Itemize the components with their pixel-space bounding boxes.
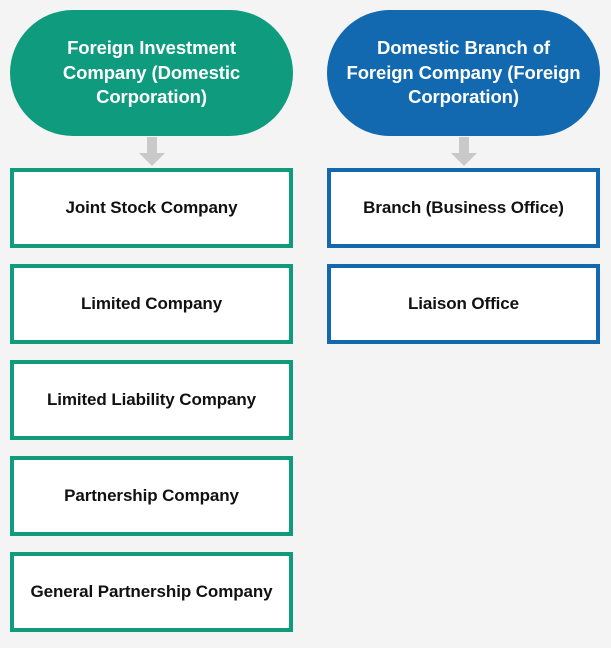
arrow-down-icon xyxy=(138,137,165,166)
column-foreign-investment-company: Foreign Investment Company (Domestic Cor… xyxy=(10,0,293,648)
connector-arrow-right xyxy=(327,136,600,168)
connector-arrow-left xyxy=(10,136,293,168)
item-box-liaison-office[interactable]: Liaison Office xyxy=(327,264,600,344)
column-domestic-branch-of-foreign-company: Domestic Branch of Foreign Company (Fore… xyxy=(327,0,600,360)
item-box-label: Liaison Office xyxy=(407,293,519,313)
item-box-label: Limited Company xyxy=(80,293,223,313)
item-box-label: Branch (Business Office) xyxy=(363,197,564,217)
item-box-joint-stock-company[interactable]: Joint Stock Company xyxy=(10,168,293,248)
item-box-limited-company[interactable]: Limited Company xyxy=(10,264,293,344)
item-box-branch-business-office[interactable]: Branch (Business Office) xyxy=(327,168,600,248)
item-box-label: Joint Stock Company xyxy=(65,197,238,217)
item-box-limited-liability-company[interactable]: Limited Liability Company xyxy=(10,360,293,440)
header-pill-domestic-branch-of-foreign-company: Domestic Branch of Foreign Company (Fore… xyxy=(327,10,600,136)
arrow-down-icon xyxy=(450,137,477,166)
item-box-label: Limited Liability Company xyxy=(46,389,257,409)
item-box-label: Partnership Company xyxy=(64,485,239,505)
item-box-partnership-company[interactable]: Partnership Company xyxy=(10,456,293,536)
item-box-label: General Partnership Company xyxy=(30,581,273,601)
header-pill-label: Foreign Investment Company (Domestic Cor… xyxy=(62,37,241,108)
item-box-general-partnership-company[interactable]: General Partnership Company xyxy=(10,552,293,632)
header-pill-foreign-investment-company: Foreign Investment Company (Domestic Cor… xyxy=(10,10,293,136)
header-pill-label: Domestic Branch of Foreign Company (Fore… xyxy=(346,37,581,108)
